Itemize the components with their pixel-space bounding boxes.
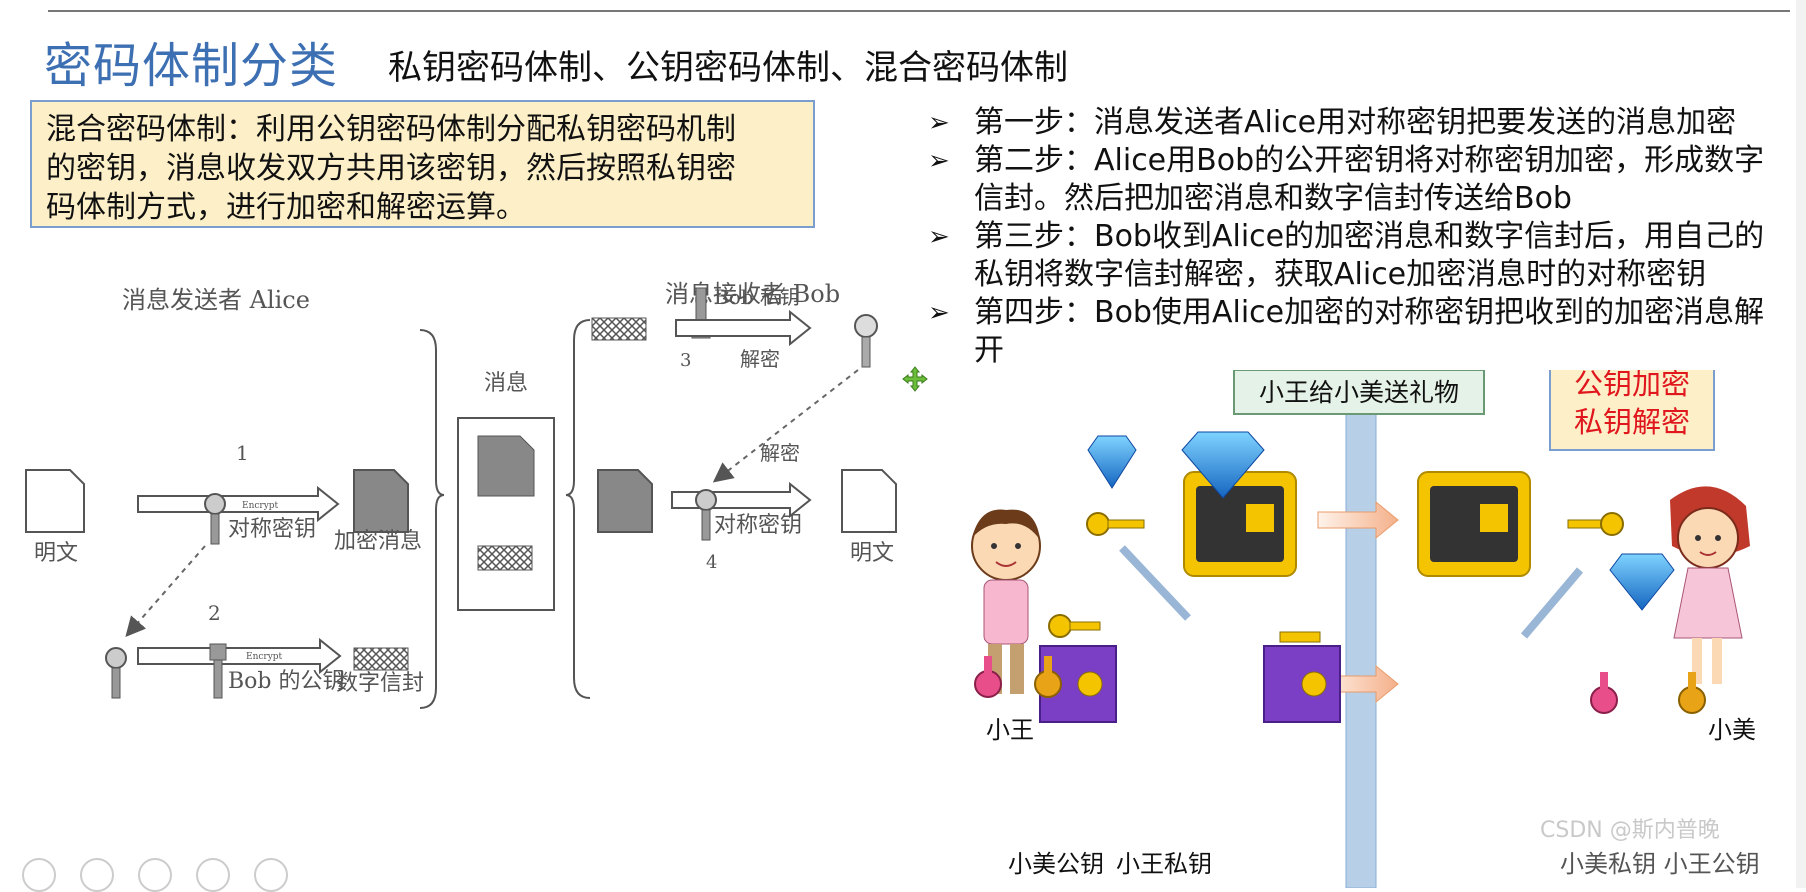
encrypted-doc-icon [354, 470, 408, 532]
bottom-right-key-labels: 小美私钥 小王公钥 [1560, 844, 1760, 879]
diamond-icon [1610, 554, 1674, 610]
decrypt-label: 解密 [740, 347, 780, 371]
symmetric-key-label: 对称密钥 [714, 513, 802, 538]
page-title: 密码体制分类 [44, 26, 338, 96]
step-item: ➢ 第四步：Bob使用Alice加密的对称密钥把收到的加密消息解 开 [928, 294, 1798, 370]
xiaomei-public-key-label: 小美公钥 [1008, 844, 1104, 879]
symmetric-key-label: 对称密钥 [228, 517, 316, 542]
arrow-bullet-icon: ➢ [928, 218, 950, 256]
watermark: CSDN @斯内普晚 [1540, 812, 1720, 844]
xiaowang-private-key-label: 小王私钥 [1116, 844, 1212, 879]
dashed-arrow [128, 546, 205, 634]
xiaomei-figure [1670, 486, 1750, 684]
sender-label: 消息发送者 Alice [122, 286, 310, 314]
sender-bracket [420, 330, 444, 708]
encrypt-arrow [138, 640, 340, 672]
xiaomei-label: 小美 [1708, 710, 1756, 745]
plaintext-doc-icon [26, 470, 84, 532]
pen-tool-button[interactable] [80, 858, 114, 892]
encrypted-doc-icon [478, 436, 534, 496]
arrow-bullet-icon: ➢ [928, 294, 950, 332]
envelope-icon [478, 546, 532, 570]
step-number: 4 [706, 552, 717, 573]
top-divider [48, 10, 1790, 12]
step-number: 3 [680, 350, 691, 371]
step-line: 第三步：Bob收到Alice的加密消息和数字信封后，用自己的 [974, 218, 1798, 256]
arrow-bullet-icon: ➢ [928, 142, 950, 180]
step-line: 第一步：消息发送者Alice用对称密钥把要发送的消息加密 [974, 104, 1798, 142]
definition-line: 混合密码体制：利用公钥密码体制分配私钥密码机制 [46, 110, 799, 149]
hybrid-definition-box: 混合密码体制：利用公钥密码体制分配私钥密码机制 的密钥，消息收发双方共用该密钥，… [30, 100, 815, 228]
envelope-icon [354, 648, 408, 670]
step-line: 第二步：Alice用Bob的公开密钥将对称密钥加密，形成数字 [974, 142, 1798, 180]
hybrid-encryption-diagram: 消息发送者 Alice 消息接收者 Bob 消息 明文 1 Encrypt 对称… [0, 270, 920, 830]
step-item: ➢ 第三步：Bob收到Alice的加密消息和数字信封后，用自己的 私钥将数字信封… [928, 218, 1798, 294]
note-line-2: 私钥解密 [1574, 405, 1690, 439]
arrow-bullet-icon: ➢ [928, 104, 950, 142]
plaintext-doc-icon [842, 470, 896, 532]
symmetric-key-icon [855, 315, 877, 367]
plaintext-left-label: 明文 [34, 541, 78, 566]
yellow-safe-icon [1184, 472, 1296, 576]
pink-key-icon [1591, 672, 1617, 713]
definition-line: 码体制方式，进行加密和解密运算。 [46, 188, 799, 227]
diamond-icon [1088, 436, 1136, 488]
presentation-toolbar [0, 858, 320, 888]
page-subtitle: 私钥密码体制、公钥密码体制、混合密码体制 [388, 40, 1068, 89]
encrypt-arrow [138, 488, 338, 520]
step-line: 开 [974, 332, 1798, 370]
yellow-safe-icon [1418, 472, 1530, 576]
public-key-icon [106, 648, 126, 698]
zoom-button[interactable] [196, 858, 230, 892]
note-line-1: 公钥加密 [1574, 370, 1690, 401]
gold-key-icon [1049, 615, 1100, 637]
receiver-bracket [566, 320, 590, 698]
slides-button[interactable] [138, 858, 172, 892]
encrypted-message-label: 加密消息 [334, 529, 422, 554]
more-options-button[interactable] [254, 858, 288, 892]
step-item: ➢ 第一步：消息发送者Alice用对称密钥把要发送的消息加密 [928, 104, 1798, 142]
gold-key-icon [1087, 513, 1144, 535]
gold-key-icon [1568, 513, 1623, 535]
divider-bar [1346, 412, 1376, 888]
step-item: ➢ 第二步：Alice用Bob的公开密钥将对称密钥加密，形成数字 信封。然后把加… [928, 142, 1798, 218]
encrypt-tag: Encrypt [246, 652, 283, 662]
plaintext-right-label: 明文 [850, 541, 894, 566]
bob-public-key-icon [210, 644, 226, 698]
bob-public-key-label: Bob 的公钥 [228, 669, 345, 694]
symmetric-key-icon [696, 490, 716, 540]
diagonal-arrow [1122, 548, 1188, 618]
bob-private-key-label: Bob 私钥 [714, 285, 800, 309]
step-line: 第四步：Bob使用Alice加密的对称密钥把收到的加密消息解 [974, 294, 1798, 332]
step-number: 2 [208, 601, 221, 625]
decrypt-label: 解密 [760, 441, 800, 465]
xiaowang-figure [972, 510, 1040, 694]
purple-safe-icon [1264, 632, 1340, 722]
pointer-tool-button[interactable] [22, 858, 56, 892]
encrypted-doc-icon [598, 470, 652, 532]
symmetric-key-icon [205, 494, 225, 544]
step-line: 私钥将数字信封解密，获取Alice加密消息时的对称密钥 [974, 256, 1798, 294]
scenario-title: 小王给小美送礼物 [1259, 378, 1459, 407]
diagonal-arrow [1524, 570, 1580, 636]
move-cursor-icon [902, 366, 928, 392]
xiaowang-label: 小王 [986, 710, 1034, 745]
gift-analogy-diagram: 小王给小美送礼物 公钥加密 私钥解密 [940, 370, 1790, 888]
definition-line: 的密钥，消息收发双方共用该密钥，然后按照私钥密 [46, 149, 799, 188]
envelope-label: 数字信封 [336, 671, 424, 696]
step-number: 1 [236, 441, 249, 465]
step-line: 信封。然后把加密消息和数字信封传送给Bob [974, 180, 1798, 218]
envelope-icon [592, 318, 646, 340]
message-label: 消息 [484, 371, 528, 396]
encrypt-tag: Encrypt [242, 501, 279, 511]
steps-list: ➢ 第一步：消息发送者Alice用对称密钥把要发送的消息加密 ➢ 第二步：Ali… [928, 104, 1798, 370]
decrypt-arrow [672, 484, 810, 516]
